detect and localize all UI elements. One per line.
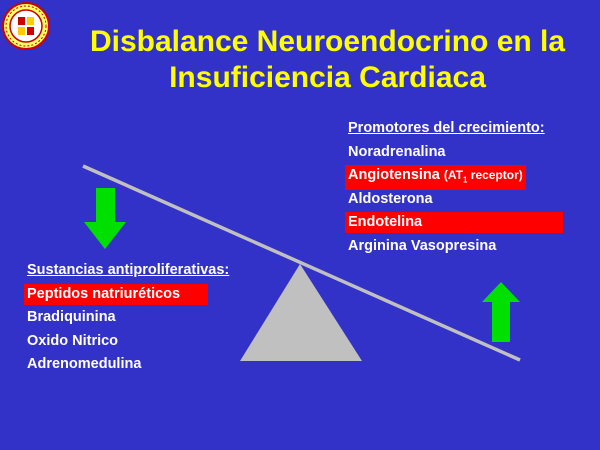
slide-title: Disbalance Neuroendocrino en la Insufici…: [55, 24, 600, 96]
list-item-vasopresina: Arginina Vasopresina: [348, 237, 497, 254]
title-line-2: Insuficiencia Cardiaca: [169, 61, 486, 94]
at-subscript: 1: [462, 175, 468, 185]
list-item-peptidos: Peptidos natriuréticos: [24, 283, 229, 307]
at-receptor-note: (AT1 receptor): [443, 168, 523, 185]
endotelina-highlight: Endotelina: [345, 212, 563, 233]
list-item-oxido-nitrico: Oxido Nitrico: [27, 332, 119, 349]
title-line-1: Disbalance Neuroendocrino en la: [89, 25, 566, 58]
list-item-bradiquinina: Bradiquinina: [27, 309, 116, 325]
scale-beam: [82, 164, 521, 362]
arrow-down-icon: [84, 188, 126, 249]
angiotensina-label: Angiotensina: [348, 167, 440, 183]
peptidos-highlight: Peptidos natriuréticos: [24, 283, 208, 305]
list-item-adrenomedulina: Adrenomedulina: [27, 356, 142, 372]
arrow-up-icon: [482, 282, 520, 342]
scale-fulcrum: [240, 264, 362, 361]
at-suffix: receptor): [467, 168, 523, 182]
list-item-angiotensina: Angiotensina (AT1 receptor): [345, 164, 563, 191]
growth-promoters-heading: Promotores del crecimiento:: [348, 120, 545, 136]
university-seal-icon: [2, 2, 50, 50]
angiotensina-highlight: Angiotensina (AT1 receptor): [345, 165, 526, 191]
at-prefix: (AT: [443, 168, 463, 182]
list-item-endotelina: Endotelina: [345, 211, 563, 235]
antiproliferative-heading: Sustancias antiproliferativas:: [27, 262, 230, 278]
antiproliferative-list: Sustancias antiproliferativas: Peptidos …: [24, 259, 230, 377]
list-item-aldosterona: Aldosterona: [348, 190, 433, 207]
growth-promoters-list: Promotores del crecimiento: Noradrenalin…: [345, 117, 563, 258]
list-item-noradrenalina: Noradrenalina: [348, 143, 446, 160]
